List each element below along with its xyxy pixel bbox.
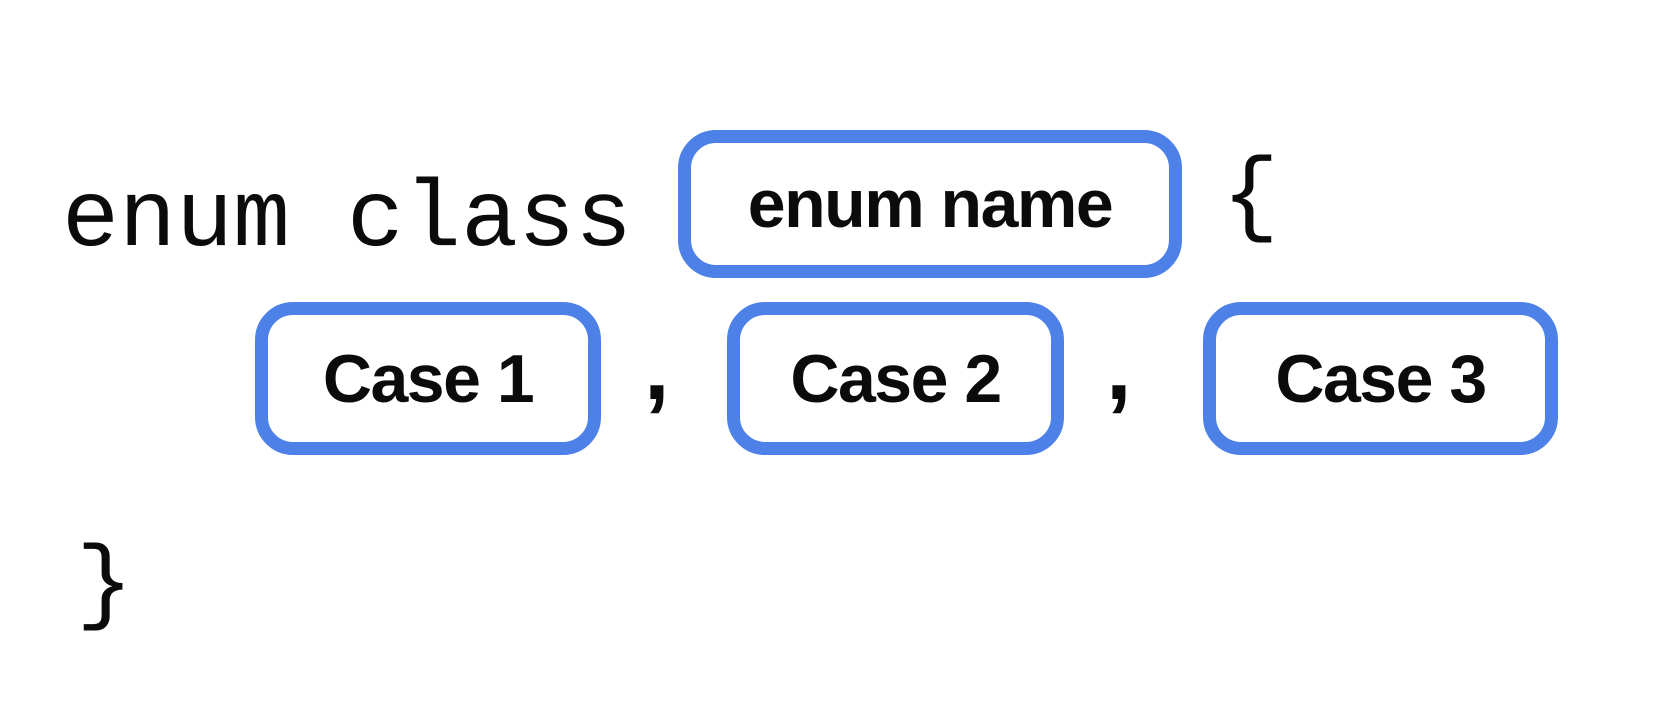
open-brace: {: [1222, 144, 1280, 252]
case-1-box: Case 1: [255, 302, 601, 455]
close-brace: }: [76, 532, 134, 640]
enum-name-label: enum name: [747, 166, 1114, 242]
comma-separator-1: ,: [644, 317, 670, 419]
enum-class-keyword: enum class: [62, 166, 633, 274]
case-1-label: Case 1: [322, 340, 535, 417]
enum-name-box: enum name: [678, 130, 1182, 278]
case-2-label: Case 2: [790, 340, 1002, 417]
case-3-box: Case 3: [1203, 302, 1558, 455]
comma-separator-2: ,: [1106, 317, 1132, 419]
case-3-label: Case 3: [1275, 340, 1487, 417]
case-2-box: Case 2: [727, 302, 1064, 455]
